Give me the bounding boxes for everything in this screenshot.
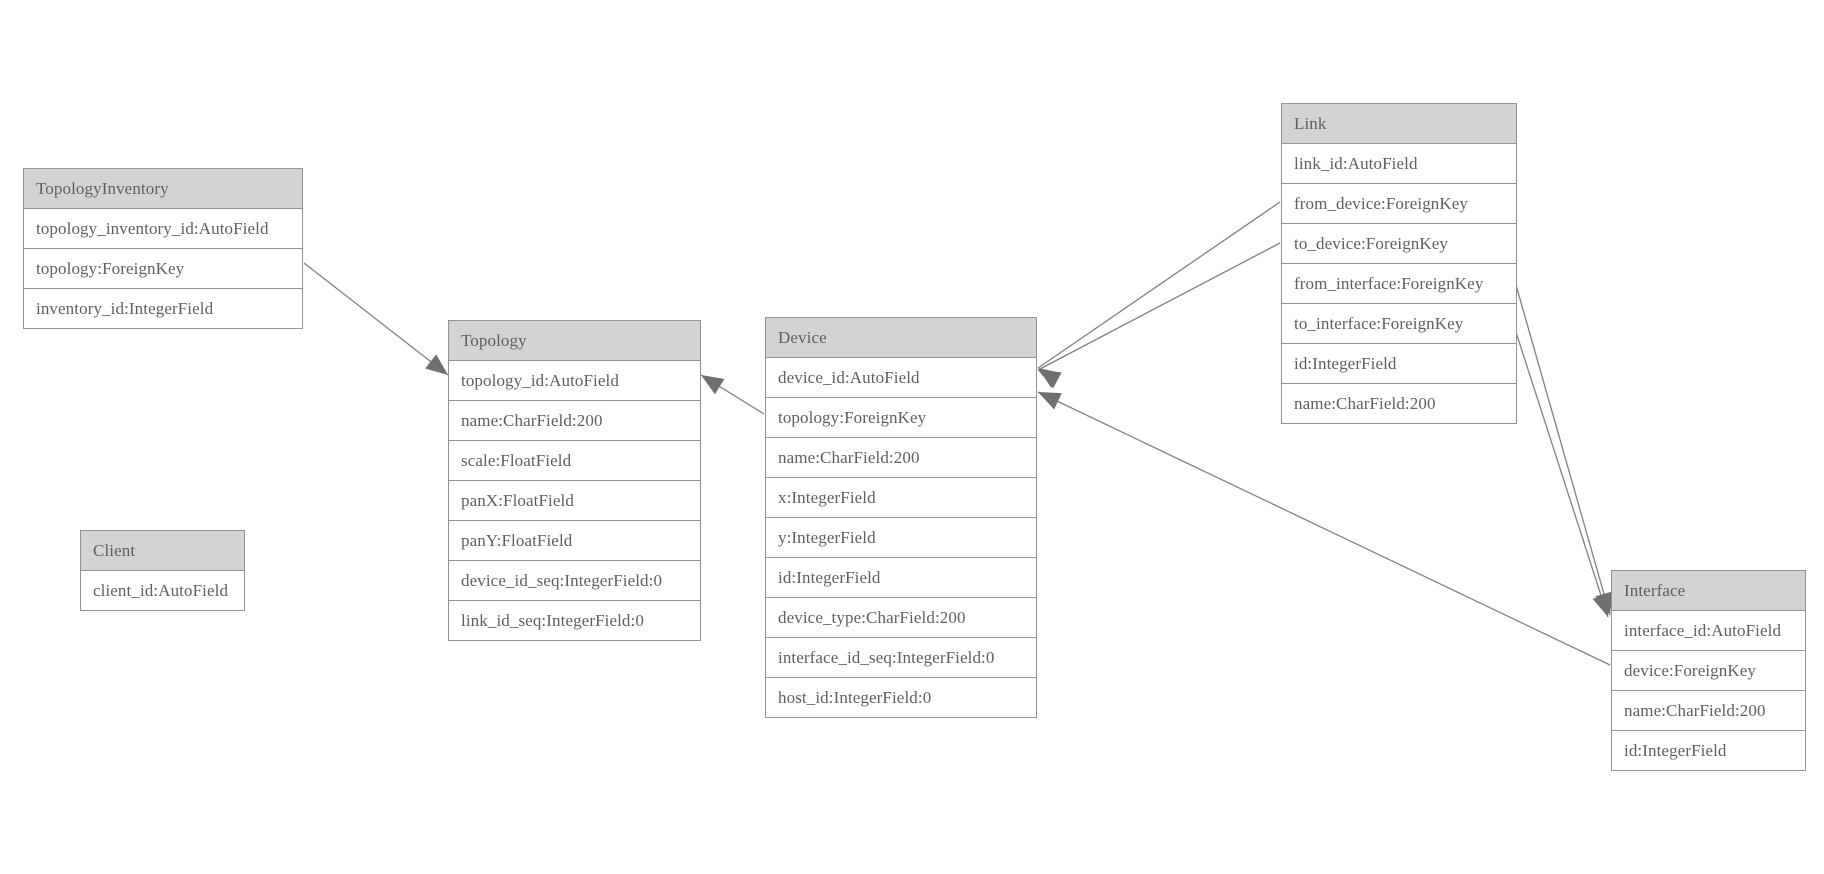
relationship-line: [1513, 325, 1609, 618]
entity-title-topologyinventory: TopologyInventory: [24, 169, 302, 209]
relationship-line: [1515, 284, 1611, 616]
entity-field-row: from_interface:ForeignKey: [1282, 264, 1516, 304]
entity-field-row: name:CharField:200: [449, 401, 700, 441]
entity-field-row: to_device:ForeignKey: [1282, 224, 1516, 264]
entity-field-row: client_id:AutoField: [81, 571, 244, 610]
relationship-line: [1037, 242, 1281, 371]
entity-field-row: from_device:ForeignKey: [1282, 184, 1516, 224]
relationship-line: [1037, 201, 1281, 369]
entity-field-row: panX:FloatField: [449, 481, 700, 521]
entity-field-row: id:IntegerField: [1612, 731, 1805, 770]
relationship-line: [303, 262, 449, 376]
entity-field-row: x:IntegerField: [766, 478, 1036, 518]
relationship-link-from-interface: [1515, 284, 1613, 616]
entity-field-row: y:IntegerField: [766, 518, 1036, 558]
entity-field-row: link_id:AutoField: [1282, 144, 1516, 184]
relationship-link-to-device: [1037, 242, 1281, 389]
entity-field-row: name:CharField:200: [766, 438, 1036, 478]
entity-title-link: Link: [1282, 104, 1516, 144]
entity-field-row: name:CharField:200: [1612, 691, 1805, 731]
entity-field-row: device_type:CharField:200: [766, 598, 1036, 638]
relationship-device-topology: [700, 374, 765, 415]
entity-field-row: interface_id:AutoField: [1612, 611, 1805, 651]
entity-field-row: name:CharField:200: [1282, 384, 1516, 423]
entity-field-row: inventory_id:IntegerField: [24, 289, 302, 328]
entity-field-row: topology:ForeignKey: [766, 398, 1036, 438]
entity-field-row: scale:FloatField: [449, 441, 700, 481]
relationship-link-to-interface: [1513, 325, 1610, 618]
entity-field-row: topology_inventory_id:AutoField: [24, 209, 302, 249]
entity-field-row: interface_id_seq:IntegerField:0: [766, 638, 1036, 678]
relationship-interface-device: [1037, 391, 1611, 666]
relationship-topologyinventory-topology: [303, 262, 449, 376]
entity-field-row: to_interface:ForeignKey: [1282, 304, 1516, 344]
relationship-arrowhead-icon: [1038, 368, 1062, 388]
entity-field-row: panY:FloatField: [449, 521, 700, 561]
entity-field-row: device_id_seq:IntegerField:0: [449, 561, 700, 601]
entity-title-topology: Topology: [449, 321, 700, 361]
entity-field-row: id:IntegerField: [766, 558, 1036, 598]
entity-title-device: Device: [766, 318, 1036, 358]
relationship-link-from-device: [1037, 201, 1281, 388]
relationship-arrowhead-icon: [1038, 370, 1062, 389]
relationship-line: [700, 374, 765, 415]
entity-title-client: Client: [81, 531, 244, 571]
entity-field-row: topology:ForeignKey: [24, 249, 302, 289]
entity-field-row: topology_id:AutoField: [449, 361, 700, 401]
entity-field-row: host_id:IntegerField:0: [766, 678, 1036, 717]
entity-field-row: device:ForeignKey: [1612, 651, 1805, 691]
entity-title-interface: Interface: [1612, 571, 1805, 611]
relationship-line: [1037, 391, 1611, 666]
relationship-arrowhead-icon: [1038, 392, 1062, 410]
entity-field-row: device_id:AutoField: [766, 358, 1036, 398]
entity-field-row: id:IntegerField: [1282, 344, 1516, 384]
entity-field-row: link_id_seq:IntegerField:0: [449, 601, 700, 640]
